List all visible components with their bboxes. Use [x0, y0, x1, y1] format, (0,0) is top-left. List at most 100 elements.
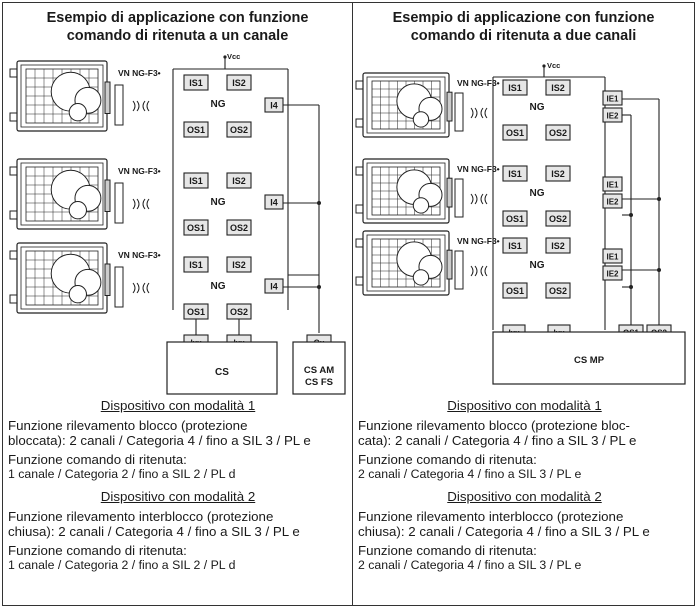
right-sensor-1 [454, 92, 464, 132]
left-is1-2: IS1 [183, 172, 209, 189]
left-os2-1-label: OS2 [230, 125, 248, 135]
right-is2-2-label: IS2 [551, 169, 565, 179]
right-title: Esempio di applicazione con funzione com… [353, 9, 694, 45]
left-mode1-detection-line1: Funzione rilevamento blocco (protezione [8, 418, 248, 433]
left-is1-3-label: IS1 [189, 260, 203, 270]
right-junction-3 [657, 268, 661, 272]
right-mode2-heading: Dispositivo con modalità 2 [447, 489, 602, 504]
right-column: Esempio di applicazione con funzione com… [353, 3, 694, 605]
right-mode1-heading: Dispositivo con modalità 1 [447, 398, 602, 413]
left-ng-label-1: NG [211, 99, 226, 110]
right-ie1-1: IE1 [602, 90, 623, 106]
left-device-label-1: VN NG-F3• [118, 68, 161, 78]
right-description: Dispositivo con modalità 1 Funzione rile… [358, 398, 691, 580]
right-ie2-2-label: IE2 [606, 197, 619, 206]
right-is1-2-label: IS1 [508, 169, 522, 179]
right-mode2-holding-line1: Funzione comando di ritenuta: [358, 543, 537, 558]
left-ng-label-2: NG [211, 197, 226, 208]
right-junction-1 [657, 197, 661, 201]
right-sensor-3 [454, 250, 464, 290]
left-title: Esempio di applicazione con funzione com… [3, 9, 352, 45]
left-mode1-holding-line1: Funzione comando di ritenuta: [8, 452, 187, 467]
right-cs-mp-label: CS MP [574, 355, 605, 366]
right-is1-2: IS1 [502, 165, 528, 182]
left-sensor-3 [114, 266, 124, 308]
right-mode1-holding-line1: Funzione comando di ritenuta: [358, 452, 537, 467]
left-os1-1: OS1 [183, 121, 209, 138]
right-ie2-3-label: IE2 [606, 269, 619, 278]
right-mode2-detection-line1: Funzione rilevamento interblocco (protez… [358, 509, 624, 524]
right-wireless-1 [470, 107, 488, 119]
left-mode1-detection: Funzione rilevamento blocco (protezione … [8, 418, 348, 448]
right-mode2-detection: Funzione rilevamento interblocco (protez… [358, 509, 691, 539]
left-is2-3: IS2 [226, 256, 252, 273]
right-ie2-3: IE2 [602, 265, 623, 281]
right-ie1-3-label: IE1 [606, 252, 619, 261]
left-description-wrap: Dispositivo con modalità 1 Funzione rile… [2, 0, 352, 608]
left-device-label-2: VN NG-F3• [118, 166, 161, 176]
right-os2-2-label: OS2 [549, 214, 567, 224]
left-is2-2-label: IS2 [232, 176, 246, 186]
left-os2-2: OS2 [226, 219, 252, 236]
right-vcc-label: Vcc [547, 61, 560, 70]
left-door-1 [9, 60, 111, 132]
right-title-line2: comando di ritenuta a due canali [410, 28, 637, 44]
left-is2-3-label: IS2 [232, 260, 246, 270]
left-i4-2: I4 [264, 194, 284, 210]
left-wireless-2 [132, 198, 150, 210]
left-is1-2-label: IS1 [189, 176, 203, 186]
right-os1-3-label: OS1 [506, 286, 524, 296]
left-wireless-1 [132, 100, 150, 112]
left-os1-3-label: OS1 [187, 307, 205, 317]
left-i4-3-label: I4 [270, 281, 278, 291]
left-os1-1-label: OS1 [187, 125, 205, 135]
left-mode2-holding-line1: Funzione comando di ritenuta: [8, 543, 187, 558]
left-is1-3: IS1 [183, 256, 209, 273]
left-os1-3: OS1 [183, 303, 209, 320]
right-cs-mp-controller: CS MP [492, 331, 686, 385]
right-ie1-2-label: IE1 [606, 180, 619, 189]
right-os2-2: OS2 [545, 210, 571, 227]
right-sensor-2 [454, 178, 464, 218]
right-device-label-1: VN NG-F3• [457, 78, 500, 88]
left-mode2-detection: Funzione rilevamento interblocco (protez… [8, 509, 348, 539]
right-door-2 [355, 158, 453, 224]
right-device-label-2: VN NG-F3• [457, 164, 500, 174]
right-os1-1: OS1 [502, 124, 528, 141]
left-mode2-heading: Dispositivo con modalità 2 [100, 489, 256, 504]
right-os2-3: OS2 [545, 282, 571, 299]
right-os1-1-label: OS1 [506, 128, 524, 138]
right-os2-1-label: OS2 [549, 128, 567, 138]
right-device-label-3: VN NG-F3• [457, 236, 500, 246]
right-title-line1: Esempio di applicazione con funzione [392, 10, 655, 26]
left-is2-1: IS2 [226, 74, 252, 91]
right-ng-label-3: NG [530, 260, 545, 271]
left-os1-2: OS1 [183, 219, 209, 236]
left-vcc-label: Vcc [227, 52, 240, 61]
left-cs-fs-label: CS FS [305, 377, 333, 388]
left-is1-1: IS1 [183, 74, 209, 91]
right-os1-2-label: OS1 [506, 214, 524, 224]
left-is1-1-label: IS1 [189, 78, 203, 88]
right-ie2-1-label: IE2 [606, 111, 619, 120]
right-door-3 [355, 230, 453, 296]
right-is2-3: IS2 [545, 237, 571, 254]
left-title-line1: Esempio di applicazione con funzione [46, 10, 309, 26]
left-mode2-holding: Funzione comando di ritenuta: 1 canale /… [8, 543, 348, 573]
right-is2-1-label: IS2 [551, 83, 565, 93]
left-wireless-3 [132, 282, 150, 294]
right-mode1-detection: Funzione rilevamento blocco (protezione … [358, 418, 691, 448]
left-door-2 [9, 158, 111, 230]
left-ng-label-3: NG [211, 281, 226, 292]
left-column: Esempio di applicazione con funzione com… [3, 3, 353, 605]
right-is2-1: IS2 [545, 79, 571, 96]
left-mode2-holding-line2: 1 canale / Categoria 2 / fino a SIL 2 / … [8, 558, 236, 572]
left-device-label-3: VN NG-F3• [118, 250, 161, 260]
right-mode2-holding-line2: 2 canali / Categoria 4 / fino a SIL 3 / … [358, 558, 582, 572]
right-is1-1-label: IS1 [508, 83, 522, 93]
left-i4-3: I4 [264, 278, 284, 294]
